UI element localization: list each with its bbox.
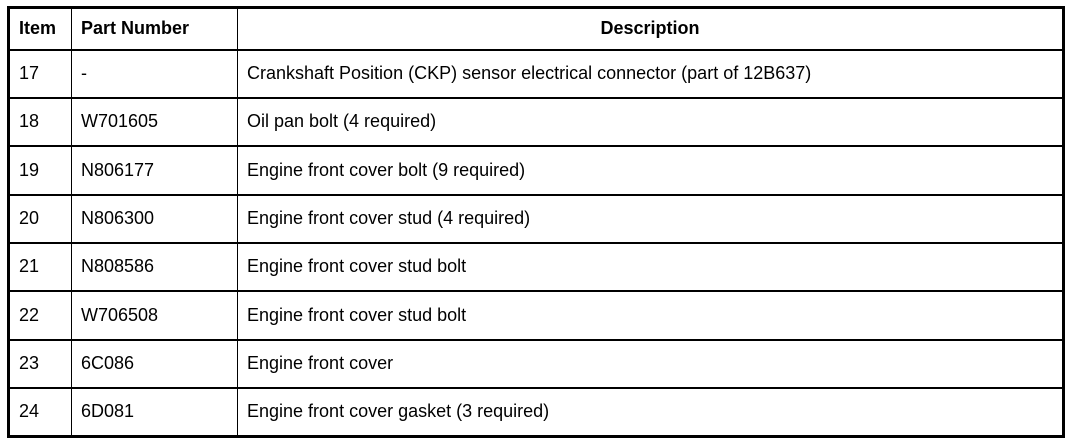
header-row: Item Part Number Description	[8, 6, 1064, 51]
cell-item: 19	[8, 145, 72, 196]
column-header-item: Item	[8, 6, 72, 51]
cell-item: 17	[8, 48, 72, 99]
cell-description: Engine front cover stud bolt	[237, 241, 1064, 293]
column-header-description: Description	[237, 6, 1064, 51]
cell-item: 21	[8, 241, 72, 293]
cell-item: 23	[8, 338, 72, 390]
table-row: 17-Crankshaft Position (CKP) sensor elec…	[8, 48, 1064, 99]
cell-part-number: 6D081	[71, 387, 238, 438]
table-header: Item Part Number Description	[8, 6, 1064, 51]
cell-part-number: N806300	[71, 193, 238, 245]
cell-description: Crankshaft Position (CKP) sensor electri…	[237, 48, 1064, 99]
table-body: 17-Crankshaft Position (CKP) sensor elec…	[8, 48, 1064, 438]
cell-part-number: -	[71, 48, 238, 99]
cell-part-number: N808586	[71, 241, 238, 293]
column-header-part-number: Part Number	[71, 6, 238, 51]
cell-item: 18	[8, 96, 72, 148]
cell-description: Engine front cover stud bolt	[237, 290, 1064, 341]
cell-part-number: W706508	[71, 290, 238, 341]
cell-part-number: W701605	[71, 96, 238, 148]
cell-item: 22	[8, 290, 72, 341]
cell-description: Oil pan bolt (4 required)	[237, 96, 1064, 148]
cell-part-number: N806177	[71, 145, 238, 196]
cell-description: Engine front cover stud (4 required)	[237, 193, 1064, 245]
parts-table: Item Part Number Description 17-Cranksha…	[7, 6, 1065, 438]
cell-part-number: 6C086	[71, 338, 238, 390]
cell-item: 24	[8, 387, 72, 438]
cell-description: Engine front cover	[237, 338, 1064, 390]
cell-description: Engine front cover bolt (9 required)	[237, 145, 1064, 196]
cell-item: 20	[8, 193, 72, 245]
cell-description: Engine front cover gasket (3 required)	[237, 387, 1064, 438]
